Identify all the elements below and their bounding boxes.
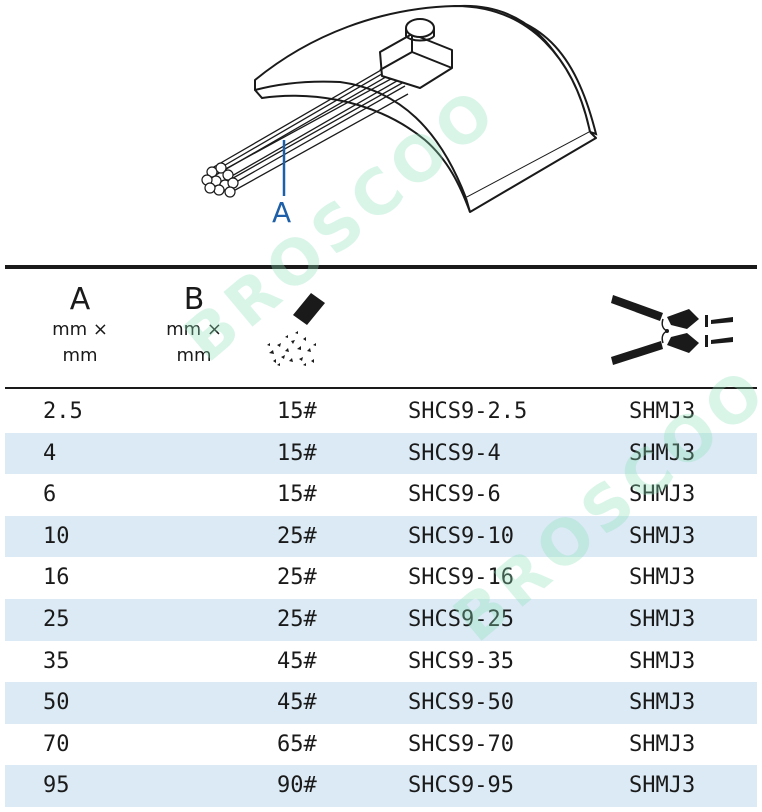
cell-a: 4: [43, 440, 57, 466]
table-header: A mm × mm B mm × mm: [5, 269, 757, 387]
header-col-b: B mm × mm: [155, 283, 233, 369]
table-row: 2.5 15# SHCS9-2.5 SHMJ3: [5, 391, 757, 433]
cell-grit: 25#: [277, 606, 317, 632]
cell-a: 70: [43, 731, 70, 757]
clamp-bolt: [405, 18, 435, 38]
cell-tool: SHMJ3: [629, 565, 696, 591]
table-row: 50 45# SHCS9-50 SHMJ3: [5, 682, 757, 724]
header-col-a-unit-1: mm ×: [52, 319, 108, 340]
cell-sleeve: SHCS9-2.5: [408, 399, 528, 424]
header-col-a-unit-2: mm: [62, 345, 98, 366]
table-row: 6 15# SHCS9-6 SHMJ3: [5, 474, 757, 516]
curved-plate-body: [254, 5, 591, 199]
cell-a: 16: [43, 565, 70, 591]
cell-grit: 45#: [277, 648, 317, 674]
table-row: 25 25# SHCS9-25 SHMJ3: [5, 598, 757, 641]
cell-tool: SHMJ3: [629, 399, 696, 424]
cell-grit: 45#: [277, 690, 317, 716]
cell-tool: SHMJ3: [629, 690, 696, 716]
table-row: 10 25# SHCS9-10 SHMJ3: [5, 515, 757, 558]
curved-plate-inner: [254, 89, 471, 213]
cell-a: 6: [43, 482, 57, 508]
header-col-a: A mm × mm: [45, 283, 115, 369]
cable-clamp-illustration: A: [0, 0, 762, 262]
cell-grit: 15#: [277, 440, 317, 466]
table-row: 35 45# SHCS9-35 SHMJ3: [5, 641, 757, 683]
cell-grit: 65#: [277, 731, 317, 757]
cell-sleeve: SHCS9-35: [408, 648, 514, 674]
spec-table: 2.5 15# SHCS9-2.5 SHMJ3 4 15# SHCS9-4 SH…: [5, 391, 757, 807]
conductor-end: [201, 162, 239, 198]
cell-a: 95: [43, 773, 70, 799]
cable-clamp-drawing: A: [201, 4, 598, 229]
cell-tool: SHMJ3: [629, 648, 696, 674]
header-col-b-unit-1: mm ×: [166, 319, 222, 340]
cell-sleeve: SHCS9-50: [408, 690, 514, 716]
table-row: 16 25# SHCS9-16 SHMJ3: [5, 557, 757, 599]
cell-sleeve: SHCS9-4: [408, 440, 501, 466]
table-row: 4 15# SHCS9-4 SHMJ3: [5, 432, 757, 475]
cell-sleeve: SHCS9-6: [408, 482, 501, 508]
cell-sleeve: SHCS9-70: [408, 731, 514, 757]
cell-a: 50: [43, 690, 70, 716]
cell-sleeve: SHCS9-10: [408, 523, 514, 549]
cell-a: 25: [43, 606, 70, 632]
cell-tool: SHMJ3: [629, 440, 696, 466]
cell-sleeve: SHCS9-25: [408, 606, 514, 632]
table-top-rule: [5, 265, 757, 269]
cell-tool: SHMJ3: [629, 731, 696, 757]
header-col-b-unit-2: mm: [176, 345, 212, 366]
abrasive-grit-icon: [263, 289, 333, 369]
table-header-rule: [5, 387, 757, 389]
cell-grit: 15#: [277, 482, 317, 508]
header-col-a-letter: A: [69, 282, 91, 317]
table-row: 70 65# SHCS9-70 SHMJ3: [5, 724, 757, 766]
header-col-b-letter: B: [183, 282, 205, 317]
conductor-strands: [207, 61, 409, 195]
cell-grit: 15#: [277, 399, 317, 424]
cell-grit: 25#: [277, 565, 317, 591]
cell-tool: SHMJ3: [629, 523, 696, 549]
cell-tool: SHMJ3: [629, 773, 696, 799]
crimping-pliers-icon: [605, 289, 735, 375]
cell-a: 35: [43, 648, 70, 674]
cell-tool: SHMJ3: [629, 482, 696, 508]
table-row: 95 90# SHCS9-95 SHMJ3: [5, 765, 757, 807]
cell-sleeve: SHCS9-95: [408, 773, 514, 799]
cell-grit: 25#: [277, 523, 317, 549]
cell-a: 2.5: [43, 399, 83, 424]
cell-sleeve: SHCS9-16: [408, 565, 514, 591]
dimension-label-a: A: [272, 196, 291, 229]
cell-grit: 90#: [277, 773, 317, 799]
cell-a: 10: [43, 523, 70, 549]
cell-tool: SHMJ3: [629, 606, 696, 632]
